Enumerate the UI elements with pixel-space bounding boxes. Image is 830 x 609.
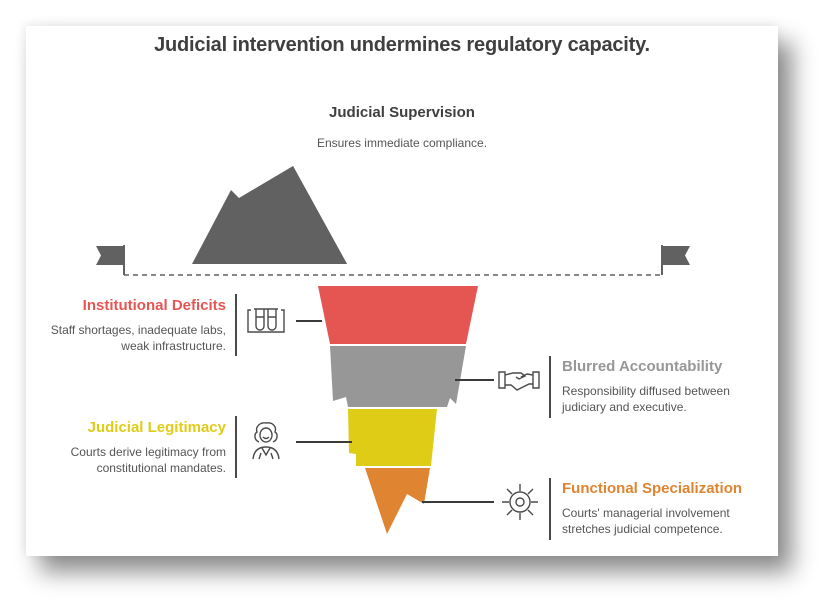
judge-icon xyxy=(252,422,280,460)
divider xyxy=(235,416,237,478)
handshake-icon xyxy=(498,371,540,391)
divider xyxy=(235,294,237,356)
layer-institutional-deficits xyxy=(318,286,478,344)
layer-heading: Functional Specialization xyxy=(562,480,743,497)
description-line: Responsibility diffused between xyxy=(562,384,730,398)
layer-heading: Institutional Deficits xyxy=(82,297,226,314)
tip-description: Ensures immediate compliance. xyxy=(316,136,488,150)
test-tubes-icon xyxy=(247,308,285,333)
label-blurred-accountability: Blurred Accountability Responsibility di… xyxy=(562,358,772,415)
gear-icon xyxy=(502,484,538,520)
layer-description: Staff shortages, inadequate labs, weak i… xyxy=(6,322,226,354)
label-functional-specialization: Functional Specialization Courts' manage… xyxy=(562,480,772,537)
right-flag-icon xyxy=(661,245,690,275)
tip-heading: Judicial Supervision xyxy=(329,104,475,121)
label-judicial-legitimacy: Judicial Legitimacy Courts derive legiti… xyxy=(6,419,226,476)
description-line: stretches judicial competence. xyxy=(562,522,723,536)
divider xyxy=(549,478,551,540)
description-line: Staff shortages, inadequate labs, xyxy=(50,323,226,337)
description-line: constitutional mandates. xyxy=(96,461,226,475)
infographic-card: Judicial intervention undermines regulat… xyxy=(26,26,778,556)
left-flag-icon xyxy=(96,245,125,275)
layer-heading: Blurred Accountability xyxy=(562,358,723,375)
layer-judicial-legitimacy xyxy=(348,409,437,466)
layer-heading: Judicial Legitimacy xyxy=(87,419,226,436)
divider xyxy=(549,356,551,418)
description-line: Courts' managerial involvement xyxy=(562,506,730,520)
mountain-peak xyxy=(320,166,478,264)
layer-blurred-accountability xyxy=(330,346,466,407)
layer-description: Responsibility diffused between judiciar… xyxy=(562,383,772,415)
page-title: Judicial intervention undermines regulat… xyxy=(154,34,650,56)
iceberg-diagram xyxy=(96,166,690,534)
description-line: Courts derive legitimacy from xyxy=(70,445,226,459)
mountain-icon xyxy=(192,166,347,264)
layer-description: Courts derive legitimacy from constituti… xyxy=(6,444,226,476)
layer-functional-specialization xyxy=(365,468,430,534)
description-line: weak infrastructure. xyxy=(121,339,226,353)
description-line: judiciary and executive. xyxy=(562,400,687,414)
label-institutional-deficits: Institutional Deficits Staff shortages, … xyxy=(6,297,226,354)
layer-description: Courts' managerial involvement stretches… xyxy=(562,505,772,537)
